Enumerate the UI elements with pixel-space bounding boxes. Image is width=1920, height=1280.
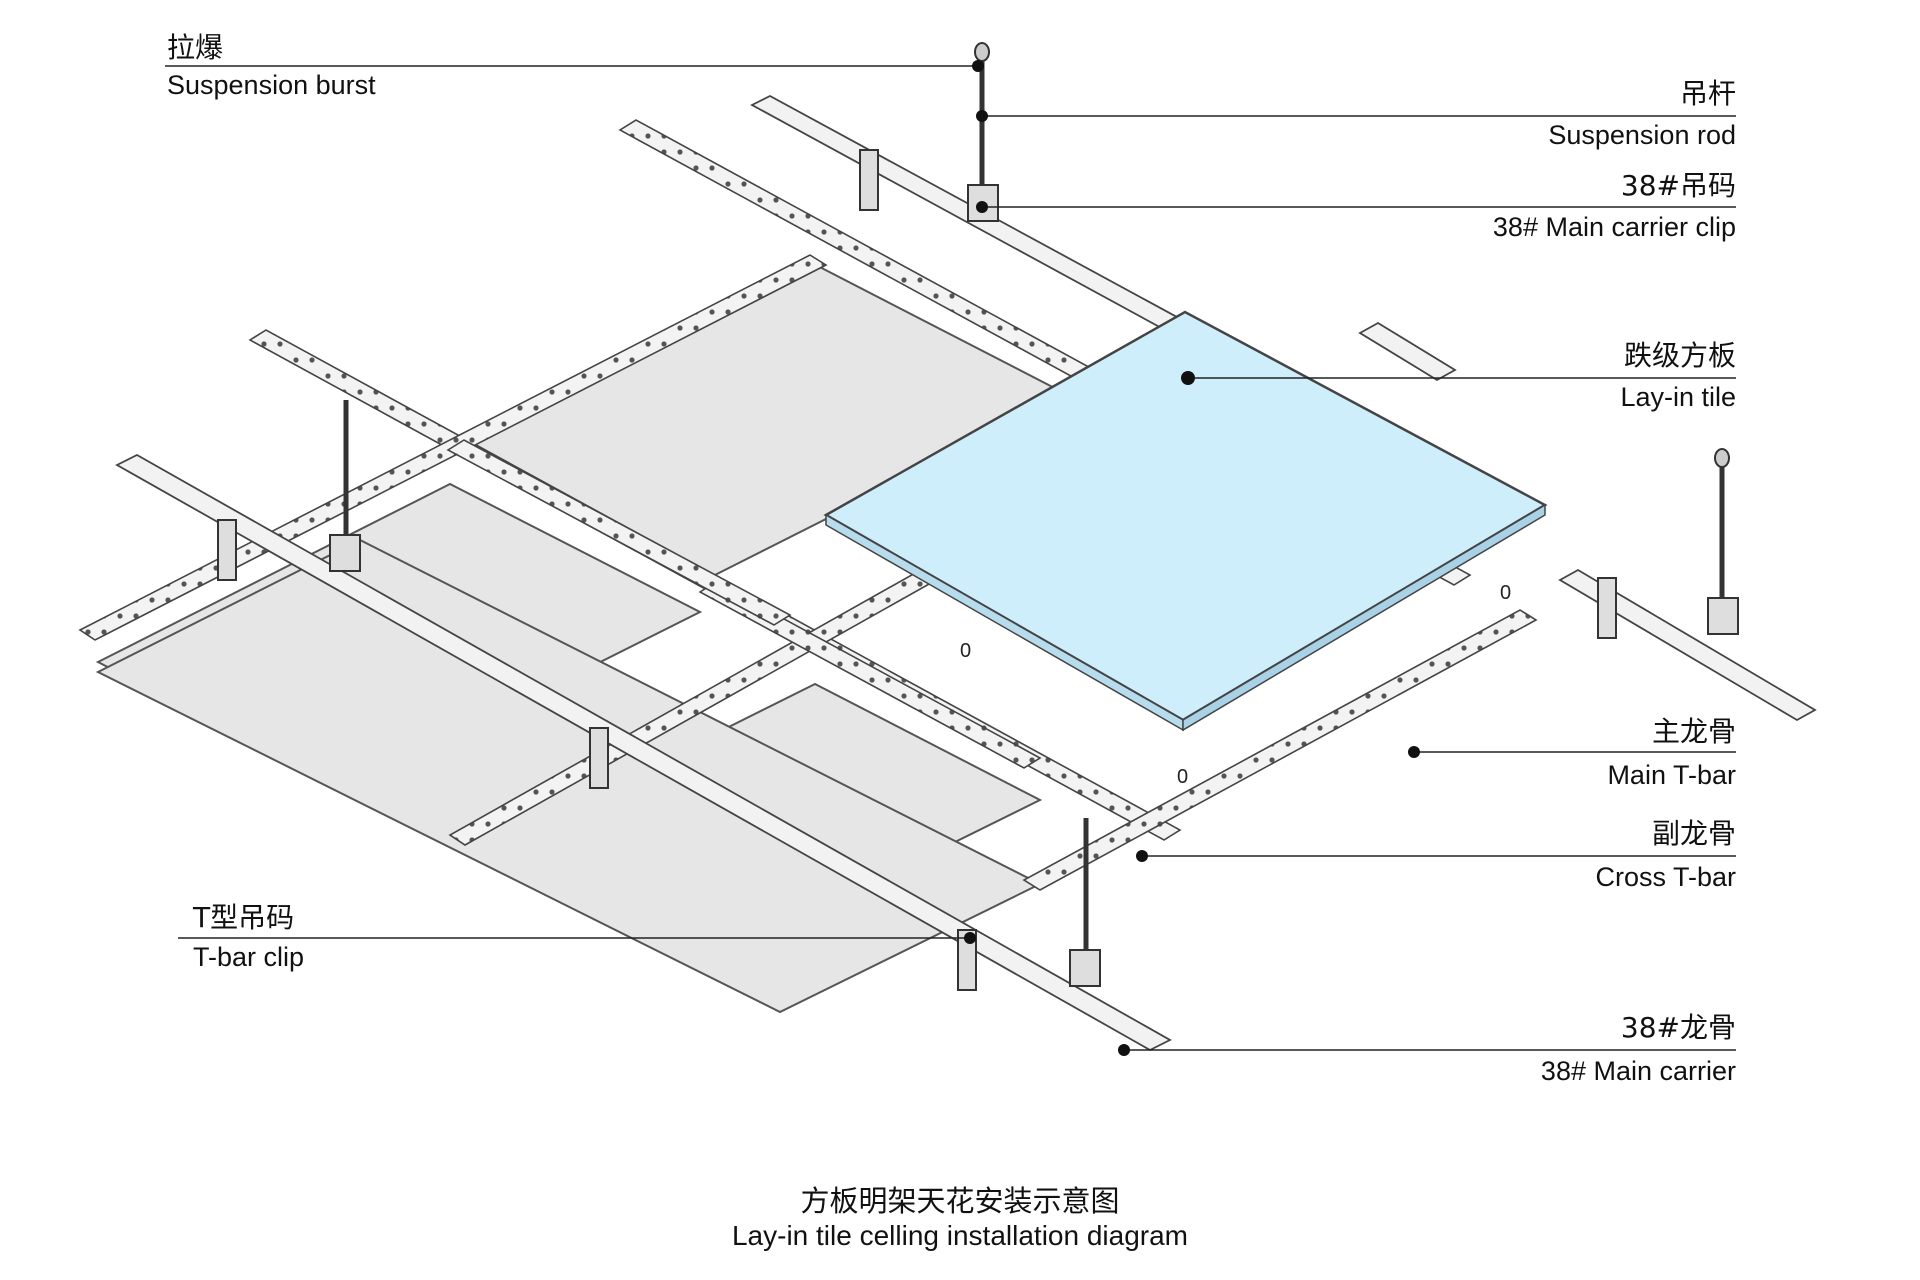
- label-lay-in-tile-cn: 跌级方板: [1623, 339, 1736, 372]
- suspension-burst-2: [1714, 448, 1730, 468]
- tbar-clip-5: [1597, 577, 1617, 639]
- label-tbar-clip-cn: T型吊码: [193, 901, 295, 934]
- opening-marker: 0: [1500, 582, 1512, 604]
- opening-edge-b: [446, 439, 792, 626]
- suspension-rods: [343, 55, 1725, 960]
- tbar-clip-3: [957, 929, 977, 991]
- label-main-carrier-en: 38# Main carrier: [1540, 1056, 1736, 1086]
- suspension-burst-1: [974, 42, 990, 62]
- carrier-clip-2: [329, 534, 361, 572]
- opening-marker: 0: [1177, 766, 1189, 788]
- opening-marker: 0: [960, 640, 972, 662]
- label-suspension-burst-cn: 拉爆: [167, 31, 224, 64]
- tbar-clip-2: [589, 727, 609, 789]
- main-carrier-right: [1358, 321, 1457, 382]
- cross-tbar-3: [1022, 609, 1538, 891]
- label-cross-tbar-cn: 副龙骨: [1651, 817, 1736, 850]
- label-cross-tbar-en: Cross T-bar: [1595, 862, 1736, 892]
- caption-en: Lay-in tile celling installation diagram: [731, 1220, 1188, 1251]
- caption-cn: 方板明架天花安装示意图: [800, 1184, 1120, 1218]
- carrier-clip-3: [1707, 597, 1739, 635]
- main-carrier-left: [115, 453, 1172, 1052]
- label-main-tbar-cn: 主龙骨: [1651, 715, 1736, 748]
- label-suspension-burst-en: Suspension burst: [167, 70, 376, 100]
- label-main-carrier-cn: 38#龙骨: [1620, 1011, 1736, 1044]
- label-suspension-rod-en: Suspension rod: [1548, 120, 1736, 150]
- lay-in-tile-edge-right: [1182, 503, 1546, 732]
- label-main-carrier-clip-cn: 38#吊码: [1620, 169, 1736, 202]
- tbar-clip-1: [217, 519, 237, 581]
- label-main-carrier-clip-en: 38# Main carrier clip: [1492, 212, 1736, 242]
- main-carrier-far-right: [1558, 568, 1817, 722]
- label-main-tbar-en: Main T-bar: [1607, 760, 1736, 790]
- leader-lines: [165, 65, 1736, 1051]
- label-lay-in-tile-en: Lay-in tile: [1620, 382, 1736, 412]
- clips: [217, 149, 1739, 991]
- carrier-clip-4: [1069, 949, 1101, 987]
- label-suspension-rod-cn: 吊杆: [1679, 77, 1736, 110]
- tbar-clip-4: [859, 149, 879, 211]
- leader-dots: [964, 60, 1420, 1056]
- label-tbar-clip-en: T-bar clip: [193, 942, 305, 972]
- suspension-bursts: [974, 42, 1730, 468]
